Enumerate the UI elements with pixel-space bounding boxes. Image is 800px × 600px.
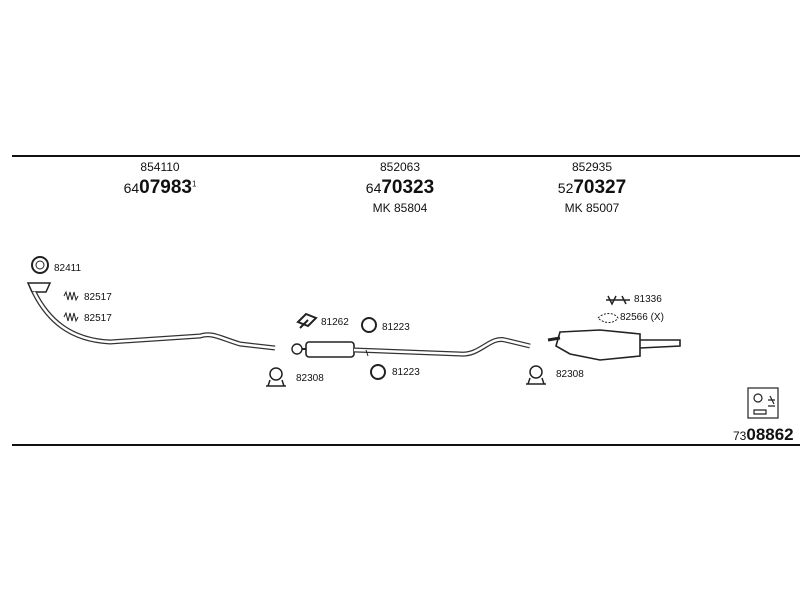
column-1: 854110 64079831: [90, 160, 230, 199]
part-number: 852935: [571, 160, 613, 174]
column-3: 852935 5270327 MK 85007: [522, 160, 662, 215]
label-82308-b: 82308: [556, 369, 584, 380]
column-2: 852063 6470323 MK 85804: [330, 160, 470, 215]
bottom-rule: [12, 444, 800, 446]
code-main: 70327: [573, 177, 627, 198]
mk-number: MK 85007: [564, 201, 620, 215]
label-82566: 82566 (X): [620, 312, 664, 323]
label-82517-a: 82517: [84, 292, 112, 303]
hanger-icon: [606, 295, 630, 306]
middle-muffler: [305, 341, 355, 358]
code-suffix: 1: [191, 179, 197, 189]
mk-number: MK 85804: [372, 201, 428, 215]
rear-muffler: [555, 329, 641, 361]
label-81336: 81336: [634, 294, 662, 305]
label-81262: 81262: [321, 317, 349, 328]
label-82411: 82411: [54, 263, 82, 274]
rubber-ring-icon: [370, 364, 386, 380]
catalog-main: 08862: [746, 425, 794, 444]
code-prefix: 52: [557, 180, 574, 196]
catalog-icon: [747, 387, 779, 419]
code-prefix: 64: [365, 180, 382, 196]
catalog-number: 7308862: [733, 426, 794, 444]
u-clamp-icon: [266, 365, 546, 387]
code-main: 07983: [139, 177, 192, 198]
part-number: 852063: [379, 160, 421, 174]
code-main: 70323: [381, 177, 435, 198]
gasket-ring-icon: [31, 256, 49, 274]
top-rule: [12, 155, 800, 157]
spring-icon: [63, 290, 79, 323]
label-82308-a: 82308: [296, 373, 324, 384]
front-flange-icon: [26, 282, 52, 293]
label-82517-b: 82517: [84, 313, 112, 324]
label-81223-a: 81223: [382, 322, 410, 333]
rubber-ring-icon: [361, 317, 377, 333]
part-number: 854110: [140, 160, 180, 174]
clamp-icon: [296, 312, 318, 329]
gasket-icon: [597, 313, 619, 323]
label-81223-b: 81223: [392, 367, 420, 378]
catalog-prefix: 73: [733, 429, 747, 443]
code-prefix: 64: [123, 180, 140, 196]
